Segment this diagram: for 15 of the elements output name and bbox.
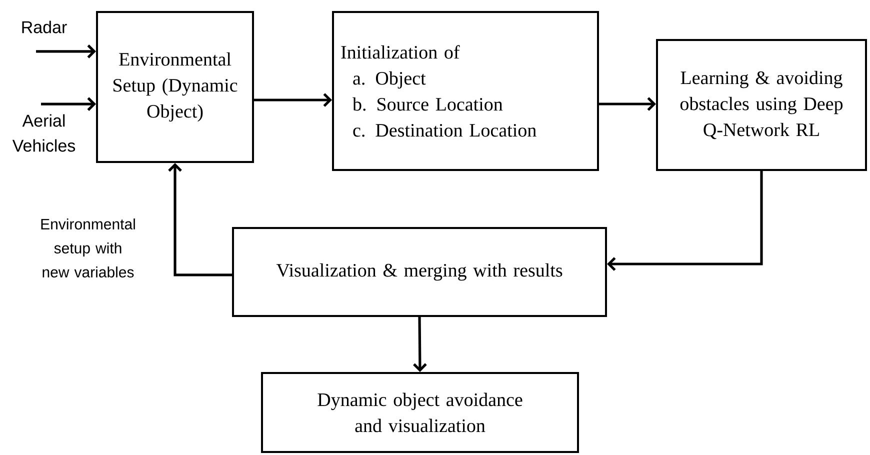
process-box: Dynamic object avoidance and visualization bbox=[261, 372, 579, 453]
arrow bbox=[36, 44, 96, 58]
process-box: Learning & avoiding obstacles using Deep Q-Network RL bbox=[656, 39, 867, 171]
process-box: Visualization & merging with results bbox=[232, 227, 607, 317]
arrow bbox=[168, 163, 232, 276]
arrow bbox=[607, 171, 763, 271]
edge-label: Environmental setup with new variables bbox=[22, 217, 154, 278]
arrow bbox=[41, 97, 96, 111]
arrow bbox=[254, 93, 332, 107]
arrow bbox=[413, 316, 427, 372]
input-label: Radar bbox=[22, 20, 67, 34]
process-box: Environmental Setup (Dynamic Object) bbox=[96, 11, 254, 163]
process-box: Initialization of a. Object b. Source Location c. Destination Location bbox=[332, 11, 599, 171]
input-label: Aerial Vehicles bbox=[12, 114, 76, 152]
arrow bbox=[599, 97, 656, 111]
